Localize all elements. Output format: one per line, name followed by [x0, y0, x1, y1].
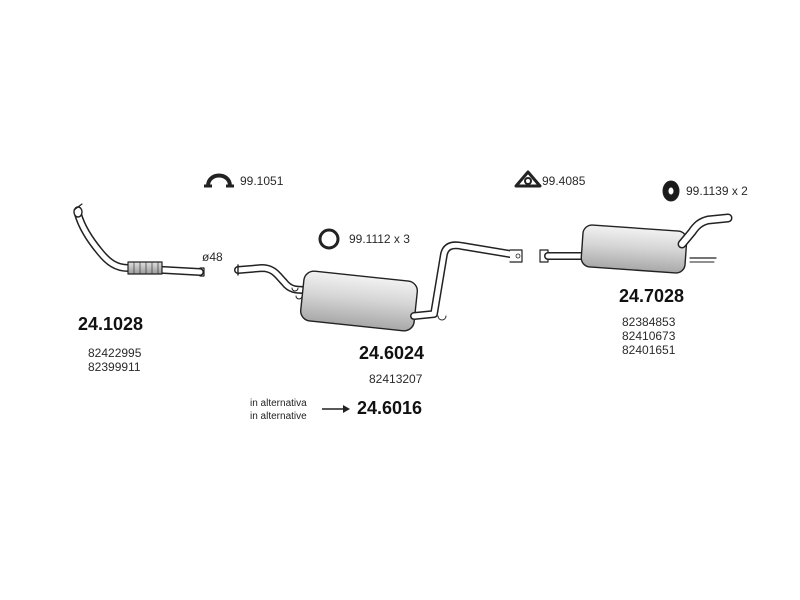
front-pipe-part-number: 24.1028 [78, 314, 144, 334]
alternative-label-en: in alternative [250, 411, 307, 422]
rubber-hanger-icon [662, 180, 680, 202]
gasket-code: 99.4085 [542, 174, 586, 188]
middle-silencer-oem: 82413207 [369, 372, 423, 386]
clamp-icon [204, 173, 234, 188]
rear-silencer-oem-1: 82384853 [622, 315, 676, 329]
front-pipe-oem-2: 82399911 [88, 360, 141, 374]
gasket-icon [514, 170, 542, 188]
alternative-part-number: 24.6016 [357, 398, 423, 418]
front-pipe-oem-list: 82422995 82399911 [88, 346, 141, 374]
front-pipe-drawing [73, 203, 205, 277]
hanger-code: 99.1139 x 2 [686, 184, 748, 198]
front-pipe-diameter: ø48 [202, 250, 223, 264]
alternative-arrow [322, 405, 350, 413]
rear-silencer-oem-2: 82410673 [622, 329, 676, 343]
front-pipe-oem-1: 82422995 [88, 346, 142, 360]
ring-code: 99.1112 x 3 [349, 232, 410, 246]
middle-silencer-drawing [234, 241, 523, 332]
alternative-label-it: in alternativa [250, 398, 307, 409]
rear-silencer-drawing [539, 213, 733, 274]
clamp-code: 99.1051 [240, 174, 284, 188]
rear-silencer-oem-3: 82401651 [622, 343, 676, 357]
middle-silencer-part-number: 24.6024 [359, 343, 425, 363]
ring-icon [318, 228, 340, 250]
rear-silencer-part-number: 24.7028 [619, 286, 685, 306]
rear-silencer-oem-list: 82384853 82410673 82401651 [622, 315, 675, 357]
